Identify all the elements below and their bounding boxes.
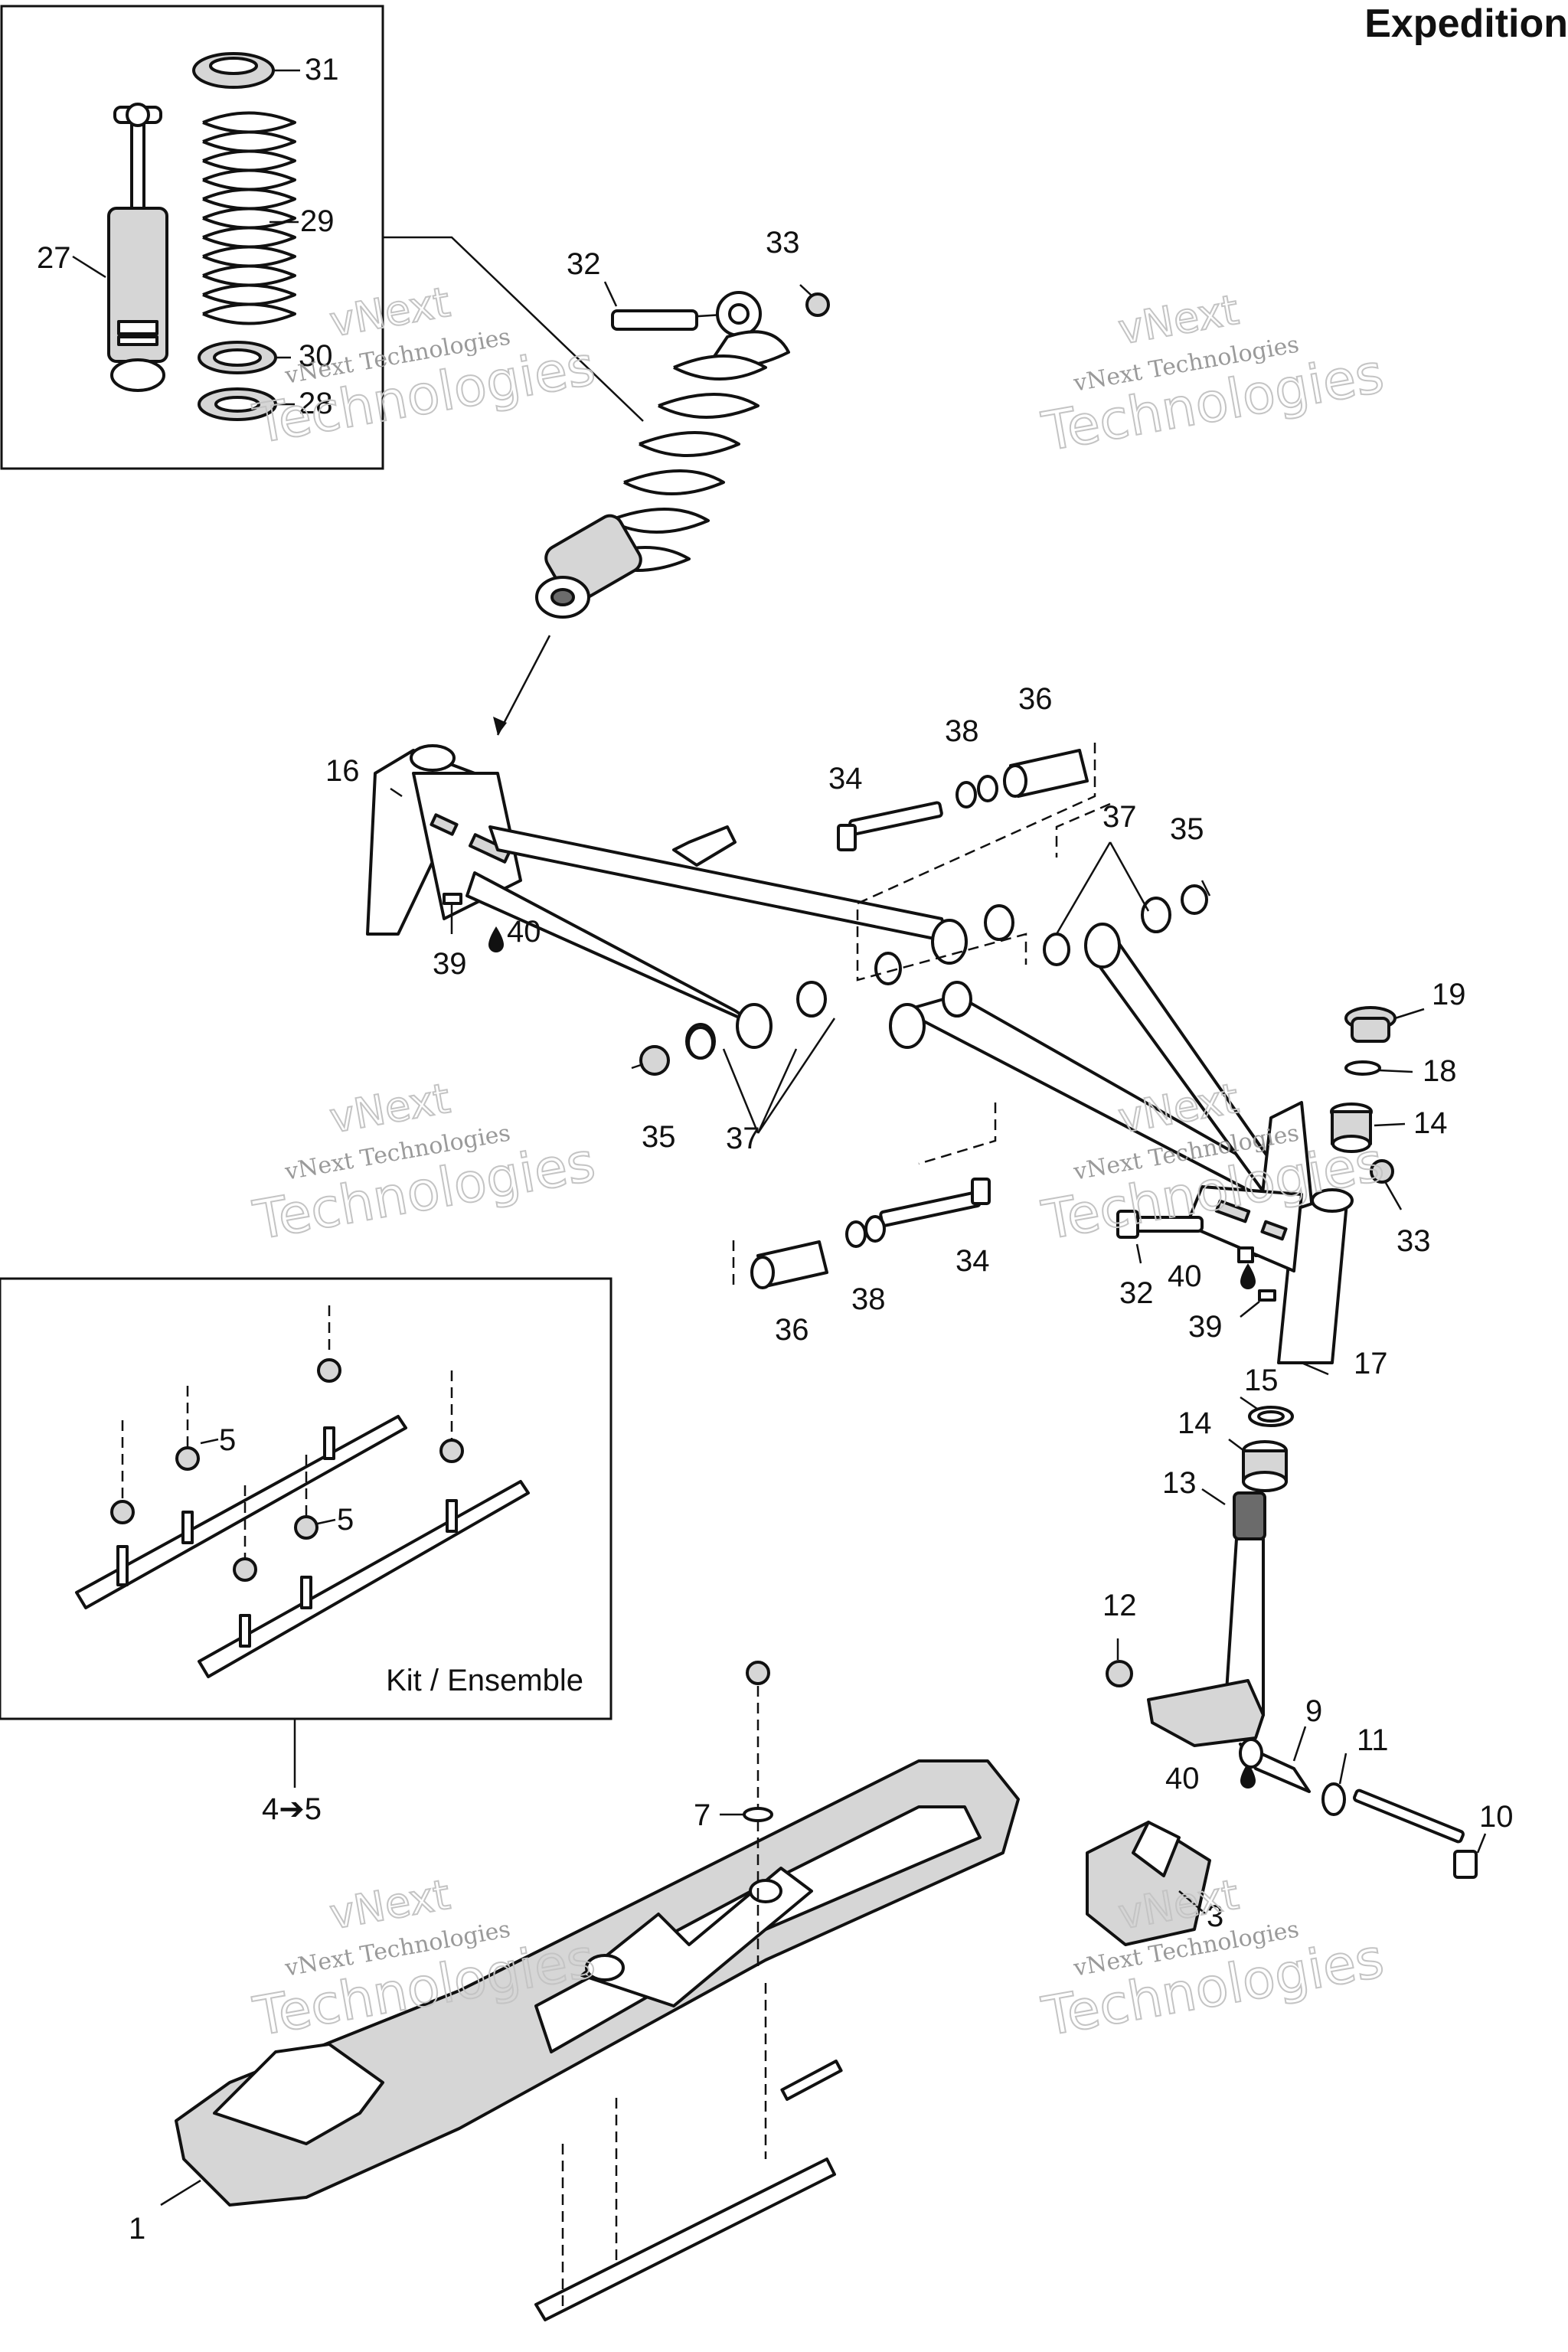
callout-15: 15 [1244, 1364, 1279, 1397]
leader-32b [1135, 1243, 1142, 1264]
shock-absorber-part-27 [107, 103, 168, 392]
callout-9: 9 [1305, 1694, 1322, 1728]
callout-37-left: 37 [726, 1122, 760, 1155]
callout-38-bottom: 38 [851, 1282, 886, 1316]
leader-27 [72, 255, 106, 279]
sleeve-part-9 [1239, 1726, 1311, 1793]
right-nuts-washers [1055, 841, 1211, 935]
callout-7: 7 [694, 1798, 710, 1832]
ring-part-18 [1344, 1060, 1413, 1076]
callout-12: 12 [1102, 1589, 1137, 1622]
callout-4-5: 4➔5 [262, 1792, 322, 1826]
lubricant-drop-icon [1240, 1263, 1256, 1289]
lubricant-drop-icon [1240, 1762, 1256, 1788]
grease-fittings-39 [443, 893, 1276, 1318]
watermark-bottom-right: vNext vNext Technologies Technologies [1037, 1870, 1389, 2050]
diagram-title: Expedition [1364, 2, 1568, 46]
inset-to-shock-leader [383, 236, 644, 422]
callout-32-top: 32 [567, 247, 601, 281]
nut-part-12 [1106, 1638, 1133, 1687]
bumper-part-3 [1086, 1821, 1211, 1946]
watermark-mid-left: vNext vNext Technologies Technologies [248, 1073, 600, 1253]
callout-34-top: 34 [828, 762, 863, 795]
bushing-part-14-top [1330, 1102, 1406, 1153]
callout-27: 27 [37, 241, 71, 275]
spindle-part-13 [1147, 1488, 1266, 1747]
leader-33b [1384, 1182, 1403, 1210]
spring-retainer-part-31 [192, 52, 300, 89]
callout-18: 18 [1423, 1054, 1457, 1088]
callout-29: 29 [300, 204, 335, 238]
runner-kit-parts [75, 1305, 530, 1678]
callout-40-left: 40 [507, 915, 541, 949]
watermark-top-left: vNext vNext Technologies Technologies [248, 277, 600, 457]
washer-part-15 [1240, 1396, 1294, 1427]
callout-28: 28 [299, 387, 333, 420]
bolt-part-10 [1353, 1788, 1487, 1879]
upper-bolt-and-sleeves [837, 743, 1111, 982]
callout-19: 19 [1432, 978, 1466, 1011]
callout-16: 16 [325, 754, 360, 788]
callout-5-top: 5 [219, 1423, 236, 1457]
cap-part-19 [1344, 1006, 1425, 1043]
callout-33-bottom: 33 [1396, 1224, 1431, 1258]
callout-13: 13 [1162, 1466, 1197, 1500]
callout-35-left: 35 [642, 1120, 676, 1154]
callout-36-top: 36 [1018, 682, 1053, 716]
shock-assembly [535, 281, 830, 619]
watermark-top-right: vNext vNext Technologies Technologies [1037, 285, 1389, 465]
lubricant-drop-icon [488, 926, 504, 952]
a-arm-frame [366, 744, 1394, 1364]
callout-5-bottom: 5 [337, 1503, 354, 1537]
leader-16 [390, 787, 403, 798]
callout-14-bottom: 14 [1178, 1406, 1212, 1440]
callout-14-top: 14 [1413, 1106, 1448, 1140]
lower-bolt-and-sleeves [732, 1102, 997, 1289]
callout-39-right: 39 [1188, 1310, 1223, 1344]
callout-33-top: 33 [766, 226, 800, 260]
leader-17 [1301, 1361, 1329, 1376]
callout-31: 31 [305, 53, 339, 87]
callout-40-bottom: 40 [1165, 1762, 1200, 1795]
callout-39-left: 39 [433, 947, 467, 981]
callout-17: 17 [1354, 1347, 1388, 1380]
runner-kit-box [0, 1277, 612, 1720]
ski-part-1 [160, 1661, 1020, 2321]
kit-label: Kit / Ensemble [386, 1664, 583, 1697]
shock-to-frame-arrow [496, 635, 551, 736]
callout-34-bottom: 34 [956, 1244, 990, 1278]
coil-spring-part-29 [202, 111, 296, 325]
callout-40-right: 40 [1168, 1259, 1202, 1293]
callout-3: 3 [1207, 1900, 1223, 1933]
callout-1: 1 [129, 2212, 145, 2246]
callout-36-bottom: 36 [775, 1313, 809, 1347]
callout-38-top: 38 [945, 714, 979, 748]
callout-10: 10 [1479, 1800, 1514, 1834]
callout-37-right: 37 [1102, 800, 1137, 834]
callout-30: 30 [299, 339, 333, 373]
washer-part-11 [1321, 1753, 1348, 1816]
left-nuts-washers [631, 1018, 836, 1134]
arrow-head [493, 717, 507, 735]
callout-35-right: 35 [1170, 812, 1204, 846]
washer-part-30 [198, 341, 291, 374]
bushing-part-14-bottom [1228, 1439, 1288, 1492]
washer-part-28 [198, 387, 295, 421]
callout-11: 11 [1357, 1723, 1389, 1757]
callout-32-bottom: 32 [1119, 1276, 1154, 1310]
